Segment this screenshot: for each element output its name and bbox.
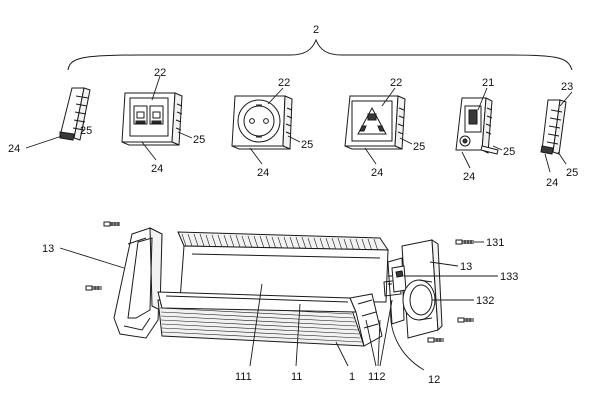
label-11: 11 <box>291 371 302 383</box>
label-24-m1: 24 <box>8 143 20 155</box>
end-cap-module-right <box>540 99 567 155</box>
label-25-m6: 25 <box>566 167 578 179</box>
screw-right-lower <box>457 317 474 323</box>
label-group-2: 2 <box>313 24 319 36</box>
universal-socket-module <box>344 95 406 150</box>
label-22-m2: 22 <box>154 67 166 79</box>
label-13-left: 13 <box>42 243 54 255</box>
label-24-m4: 24 <box>371 167 383 179</box>
label-25-m3: 25 <box>301 139 313 151</box>
label-111: 111 <box>235 371 252 383</box>
main-housing <box>157 231 389 347</box>
label-12: 12 <box>428 374 440 386</box>
label-24-m5: 24 <box>463 171 475 183</box>
label-133: 133 <box>500 271 518 283</box>
label-112: 112 <box>368 371 386 383</box>
data-socket-module <box>121 92 183 146</box>
label-25-m2: 25 <box>193 134 205 146</box>
end-cap-module-left <box>59 87 91 141</box>
round-socket-module <box>231 95 293 150</box>
label-22-m4: 22 <box>390 77 402 89</box>
label-24-m3: 24 <box>257 167 269 179</box>
label-23-m6: 23 <box>561 81 573 93</box>
round-knob-132 <box>402 279 436 321</box>
screw-131 <box>455 239 474 245</box>
screw-top-left <box>103 221 120 227</box>
label-24-m6: 24 <box>546 177 558 189</box>
label-132: 132 <box>476 295 494 307</box>
label-22-m3: 22 <box>278 77 290 89</box>
screw-bottom-right <box>427 337 444 343</box>
switch-module <box>455 97 499 155</box>
label-1: 1 <box>349 371 355 383</box>
label-25-m1: 25 <box>80 125 92 137</box>
connector-133 <box>388 265 407 293</box>
label-24-m2: 24 <box>151 163 163 175</box>
module-group-brace <box>67 38 573 71</box>
left-end-bracket <box>113 227 163 339</box>
label-21-m5: 21 <box>482 77 494 89</box>
label-25-m5: 25 <box>503 146 515 158</box>
screw-mid-left <box>85 285 102 291</box>
label-131: 131 <box>486 237 504 249</box>
label-25-m4: 25 <box>413 141 425 153</box>
label-13-right: 13 <box>460 261 472 273</box>
